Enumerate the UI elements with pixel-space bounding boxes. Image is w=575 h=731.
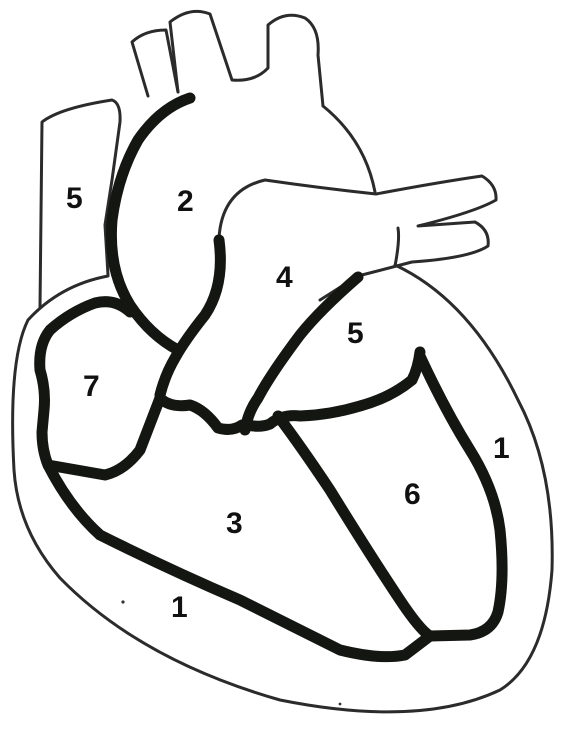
left-atrium-boundary bbox=[239, 271, 364, 436]
right-ventricle-boundary bbox=[42, 459, 436, 663]
left-ventricle-boundary bbox=[414, 350, 508, 642]
small-vessel-outline bbox=[130, 28, 180, 98]
aorta-arch-outline bbox=[321, 104, 377, 194]
label-5-left: 5 bbox=[66, 182, 83, 215]
pulmonary-trunk-boundary bbox=[154, 234, 226, 401]
pulmonary-vein-outline bbox=[393, 226, 401, 268]
label-2: 2 bbox=[177, 185, 194, 218]
region-labels: 5 2 4 5 7 1 6 3 1 bbox=[66, 182, 510, 624]
label-3: 3 bbox=[226, 507, 243, 540]
chamber-boundaries bbox=[34, 92, 508, 663]
vena-cava-outline bbox=[38, 98, 122, 310]
label-7: 7 bbox=[83, 370, 100, 403]
label-1-right: 1 bbox=[493, 432, 510, 465]
right-atrium-boundary bbox=[34, 296, 166, 481]
valve-line bbox=[154, 346, 426, 435]
label-4: 4 bbox=[276, 261, 293, 294]
outer-outline bbox=[11, 9, 554, 714]
heart-body-outline bbox=[11, 263, 554, 714]
label-1-bottom: 1 bbox=[171, 591, 188, 624]
label-6: 6 bbox=[404, 478, 421, 511]
label-5-right: 5 bbox=[347, 317, 364, 350]
septum-boundary bbox=[272, 410, 436, 642]
aorta-boundary bbox=[105, 92, 196, 356]
aorta-branch-outline bbox=[168, 9, 325, 108]
pulmonary-artery-outline bbox=[217, 174, 498, 302]
